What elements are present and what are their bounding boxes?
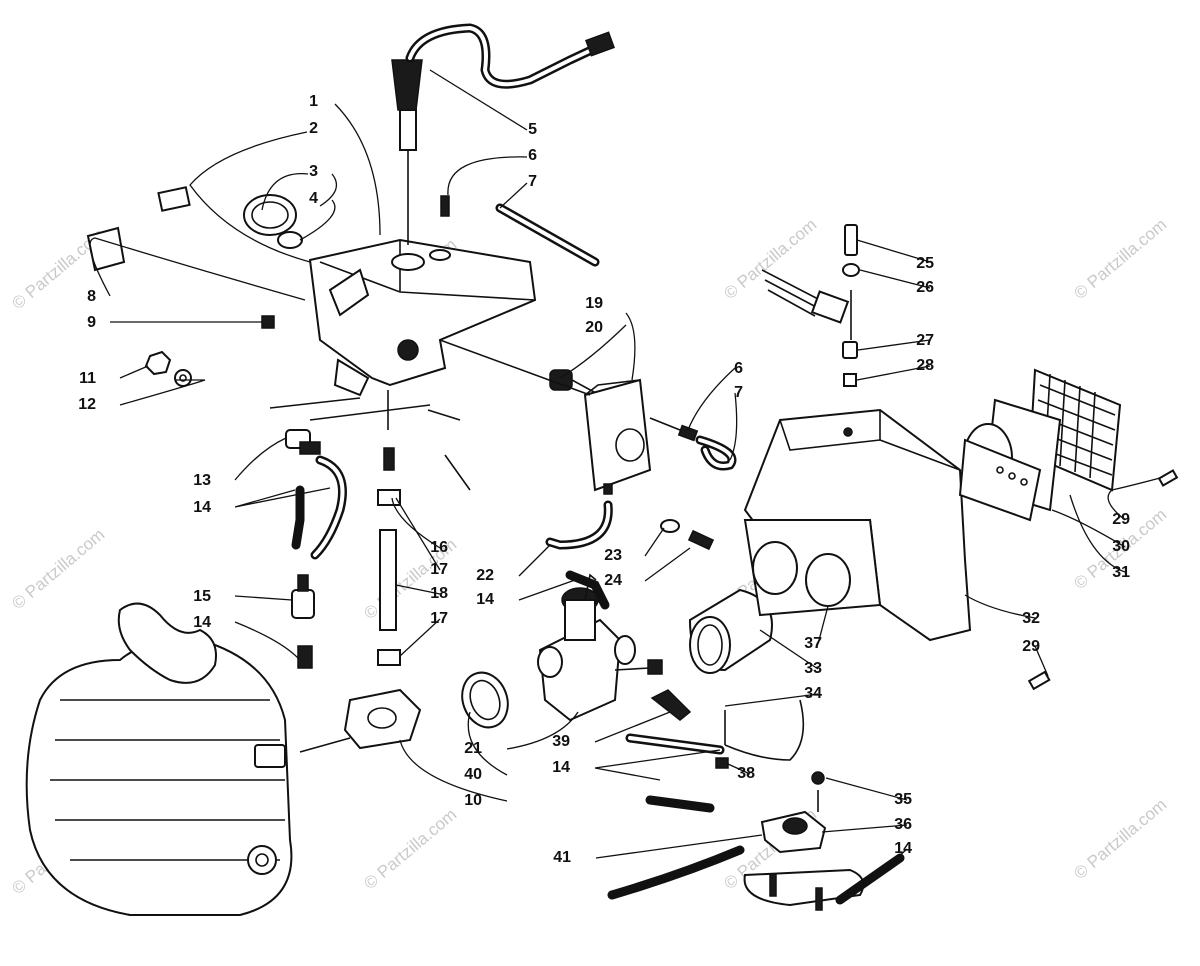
- callout-17: 17: [430, 561, 448, 578]
- callout-14: 14: [476, 591, 494, 608]
- carburetor: [537, 570, 663, 722]
- fuel-pump: [743, 771, 865, 911]
- callout-27: 27: [916, 332, 934, 349]
- callout-19: 19: [585, 295, 603, 312]
- callout-18: 18: [430, 585, 448, 602]
- filler-cap: [243, 194, 303, 249]
- callout-9: 9: [87, 314, 96, 331]
- oil-level-sensor: [391, 23, 615, 245]
- watermark: © Partzilla.com: [720, 215, 820, 303]
- oil-filter-box: [439, 339, 652, 495]
- wiring-connector: [761, 269, 850, 324]
- callout-21: 21: [464, 740, 482, 757]
- callout-2: 2: [309, 120, 318, 137]
- callout-35: 35: [894, 791, 912, 808]
- callout-3: 3: [309, 163, 318, 180]
- callout-37: 37: [804, 635, 822, 652]
- callout-40: 40: [464, 766, 482, 783]
- callout-16: 16: [430, 539, 448, 556]
- callout-1: 1: [309, 93, 318, 110]
- fuel-line-assembly: [377, 390, 471, 666]
- callout-7: 7: [734, 384, 743, 401]
- callout-11: 11: [79, 370, 96, 387]
- callout-6: 6: [528, 147, 537, 164]
- pulse-hoses: [607, 689, 905, 905]
- drain-valve-assembly: [269, 397, 431, 669]
- fitting-hose-right: [649, 417, 737, 471]
- callout-32: 32: [1022, 610, 1040, 627]
- watermark: © Partzilla.com: [1070, 215, 1170, 303]
- callout-29: 29: [1112, 511, 1130, 528]
- hose-inner: [548, 503, 611, 548]
- callout-10: 10: [464, 792, 482, 809]
- nut-washer: [144, 350, 192, 387]
- callout-4: 4: [309, 190, 318, 207]
- callout-30: 30: [1112, 538, 1130, 555]
- callout-5: 5: [528, 121, 537, 138]
- callout-25: 25: [916, 255, 934, 272]
- callout-14: 14: [193, 499, 211, 516]
- callout-41: 41: [553, 849, 571, 866]
- callout-39: 39: [552, 733, 570, 750]
- watermark: © Partzilla.com: [360, 805, 460, 893]
- intake-boot: [688, 588, 773, 674]
- callout-labels: 1234567891112131415141617181719206722142…: [78, 93, 1130, 866]
- callout-12: 12: [78, 396, 96, 413]
- callout-7: 7: [528, 173, 537, 190]
- callout-15: 15: [193, 588, 211, 605]
- callout-14: 14: [894, 840, 912, 857]
- washer-bolt: [660, 519, 715, 551]
- fitting-hose-top: [440, 195, 600, 267]
- decal: [157, 186, 191, 212]
- intake-cone: [958, 398, 1062, 522]
- watermark: © Partzilla.com: [1070, 795, 1170, 883]
- callout-29: 29: [1022, 638, 1040, 655]
- callout-28: 28: [916, 357, 934, 374]
- engine: [25, 602, 293, 916]
- callout-38: 38: [737, 765, 755, 782]
- pad: [86, 226, 126, 272]
- callout-22: 22: [476, 567, 494, 584]
- hose: [545, 500, 613, 550]
- callout-26: 26: [916, 279, 934, 296]
- callout-24: 24: [604, 572, 622, 589]
- callout-34: 34: [804, 685, 822, 702]
- callout-8: 8: [87, 288, 96, 305]
- callout-33: 33: [804, 660, 822, 677]
- air-silencer: [743, 408, 972, 642]
- callout-36: 36: [894, 816, 912, 833]
- callout-13: 13: [193, 472, 211, 489]
- callout-6: 6: [734, 360, 743, 377]
- callout-14: 14: [552, 759, 570, 776]
- watermark: © Partzilla.com: [8, 525, 108, 613]
- flange-clamp: [299, 671, 509, 753]
- screw: [1157, 469, 1179, 487]
- callout-23: 23: [604, 547, 622, 564]
- leader-lines: [89, 69, 1161, 867]
- oil-tank: [308, 238, 537, 397]
- screw-stack: [842, 224, 860, 387]
- callout-14: 14: [193, 614, 211, 631]
- screw: [1027, 670, 1051, 691]
- callout-20: 20: [585, 319, 603, 336]
- callout-31: 31: [1112, 564, 1130, 581]
- clip: [261, 315, 275, 329]
- callout-17: 17: [430, 610, 448, 627]
